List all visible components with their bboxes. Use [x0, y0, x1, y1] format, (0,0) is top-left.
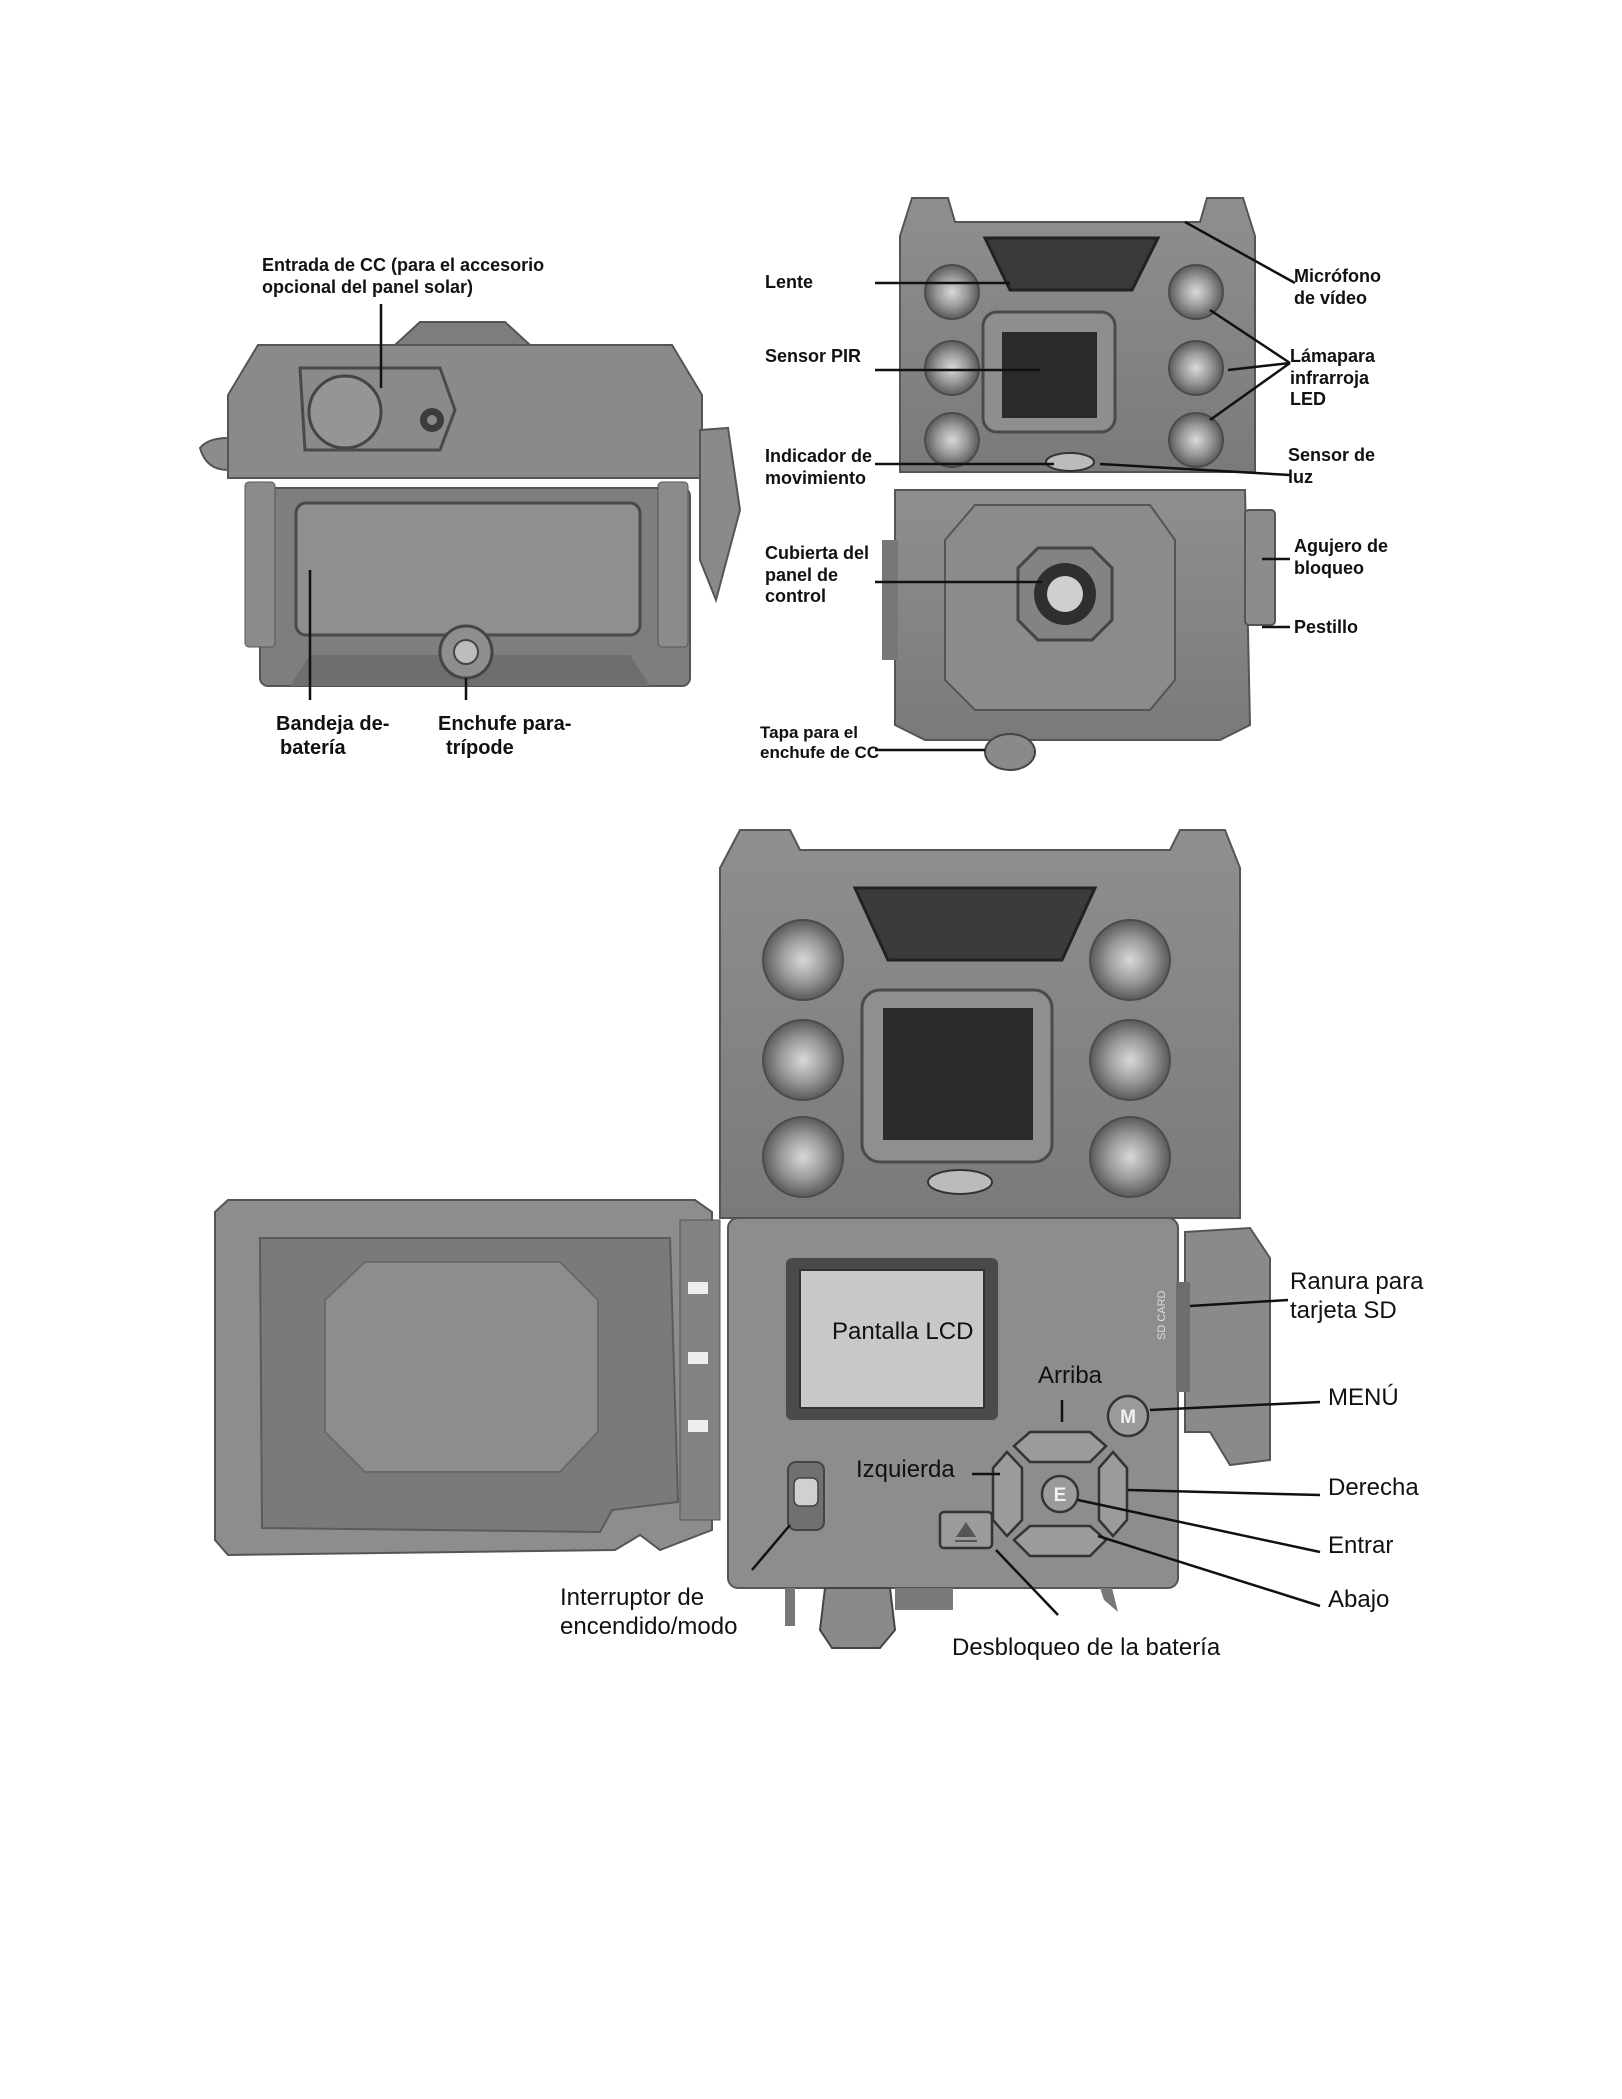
label-pir-sensor: Sensor PIR — [765, 346, 862, 366]
camera-open-view: SD CARD E M — [214, 829, 1271, 1649]
open-pir-window — [883, 1008, 1033, 1140]
label-light-sensor: Sensor de luz — [1288, 445, 1376, 487]
bottom-dc-cap — [818, 1587, 897, 1649]
top-right-leaders — [875, 220, 1296, 752]
label-right: Derecha — [1328, 1474, 1419, 1501]
right-button[interactable] — [1097, 1450, 1129, 1538]
lcd-screen — [799, 1269, 985, 1409]
enter-button[interactable] — [1040, 1474, 1080, 1514]
label-control-cover: Cubierta del panel de control — [765, 543, 870, 607]
lens-window — [982, 236, 1161, 292]
label-power-switch: Interruptor de encendido/modo — [560, 1584, 738, 1640]
sd-card-print: SD CARD — [1156, 1290, 1168, 1340]
button-pad — [938, 1394, 1150, 1558]
label-ir-led: Lámapara infrarroja LED — [1290, 346, 1376, 410]
pir-sensor-window — [1002, 332, 1097, 418]
label-battery-tray: Bandeja de- batería — [276, 713, 390, 759]
bottom-leaders — [751, 1298, 1321, 1616]
top-left-leaders — [308, 304, 468, 700]
up-button[interactable] — [1012, 1430, 1108, 1464]
menu-button[interactable] — [1106, 1394, 1150, 1438]
label-sd-slot: Ranura para tarjeta SD — [1290, 1268, 1424, 1324]
label-lock-hole: Agujero de bloqueo — [1294, 536, 1389, 578]
dc-plug-cap — [984, 733, 1036, 771]
ir-led-array-front — [924, 264, 1224, 468]
label-latch: Pestillo — [1294, 617, 1359, 637]
label-lens: Lente — [765, 272, 814, 292]
camera-bottom-view — [198, 321, 742, 687]
ir-led-array-open — [762, 919, 1171, 1198]
label-left: Izquierda — [856, 1456, 955, 1483]
label-up: Arriba — [1038, 1362, 1103, 1389]
label-dc-input: Entrada de CC (para el accesorio opciona… — [262, 255, 545, 297]
label-menu: MENÚ — [1328, 1384, 1399, 1411]
menu-glyph: M — [1120, 1407, 1136, 1428]
label-motion-indicator: Indicador de movimiento — [765, 446, 873, 488]
open-lens-window — [852, 886, 1098, 962]
down-button[interactable] — [1012, 1524, 1108, 1558]
label-dc-cap: Tapa para el enchufe de CC — [760, 723, 880, 763]
label-lcd: Pantalla LCD — [832, 1318, 974, 1345]
power-switch-knob[interactable] — [793, 1477, 819, 1507]
motion-light-sensors — [1045, 452, 1095, 472]
camera-front-view — [882, 197, 1276, 771]
label-down: Abajo — [1328, 1586, 1390, 1613]
dc-input-cap — [307, 374, 383, 450]
label-enter: Entrar — [1328, 1532, 1394, 1559]
enter-glyph: E — [1054, 1485, 1067, 1506]
left-button[interactable] — [991, 1450, 1024, 1538]
label-battery-release: Desbloqueo de la batería — [952, 1634, 1221, 1661]
label-tripod-socket: Enchufe para- trípode — [438, 713, 572, 759]
label-microphone: Micrófono de vídeo — [1294, 266, 1381, 308]
